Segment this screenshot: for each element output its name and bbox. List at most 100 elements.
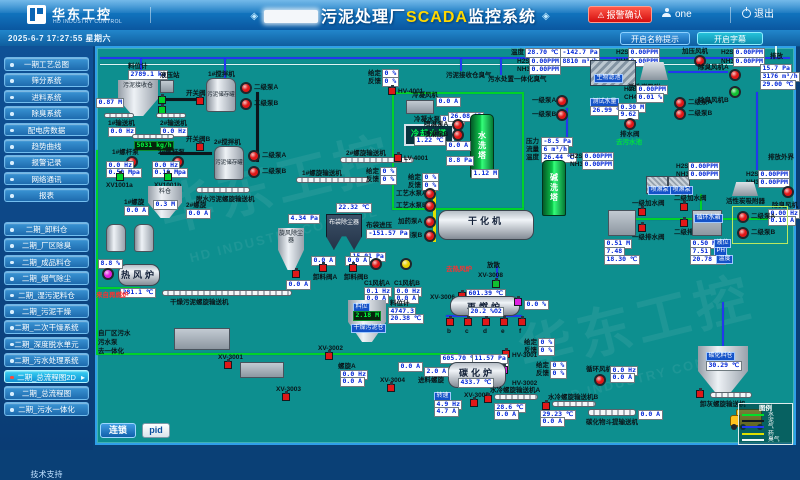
valve[interactable] [696, 388, 704, 398]
sidebar-item-17[interactable]: 二期_污水处理系统 [4, 353, 89, 367]
valve-xv3008[interactable] [492, 278, 500, 288]
user-icon [662, 8, 671, 17]
logout-button[interactable]: 退出 [742, 7, 774, 23]
sidebar-item-3[interactable]: 除臭系统 [4, 106, 89, 120]
fan-c1a[interactable] [370, 258, 382, 270]
sidebar-item-8[interactable]: 报表 [4, 188, 89, 202]
valve[interactable] [680, 201, 688, 211]
valve[interactable] [638, 206, 646, 216]
pump[interactable] [248, 150, 260, 162]
pump[interactable] [240, 82, 252, 94]
toggle-caption-button[interactable]: 开启字幕 [697, 31, 763, 45]
tank-sludge-1: 污泥储存罐 [206, 78, 236, 112]
pump[interactable] [424, 200, 436, 212]
sidebar-item-6[interactable]: 报警记录 [4, 155, 89, 169]
pump[interactable] [737, 227, 749, 239]
pipe [98, 287, 140, 289]
pump[interactable] [424, 230, 436, 242]
header-bar: 华东工控 HD INDUSTRY CONTROL ◈污泥处理厂SCADA监控系统… [0, 0, 800, 31]
pump[interactable] [624, 118, 636, 130]
valve-xv3005[interactable] [470, 397, 478, 407]
valve[interactable] [542, 400, 550, 410]
fan-pressurize[interactable] [694, 55, 706, 67]
interlock-button[interactable]: 连锁 [100, 423, 136, 438]
tank [106, 224, 126, 252]
valve[interactable] [464, 316, 472, 326]
pump[interactable] [737, 211, 749, 223]
valve-xv3003[interactable] [282, 391, 290, 401]
valve[interactable] [196, 141, 204, 151]
label: 给定 [408, 174, 421, 181]
pipe [100, 64, 790, 65]
label: 干燥污泥螺旋输送机 [170, 299, 229, 306]
valve[interactable] [484, 393, 492, 403]
valve[interactable] [500, 316, 508, 326]
valve[interactable] [446, 316, 454, 326]
valve-xv1001b[interactable] [164, 171, 172, 181]
legend-swatch [742, 438, 764, 441]
label: 二级泵B [688, 110, 713, 117]
value-box: 2789.1 kg [128, 70, 169, 80]
sidebar-item-16[interactable]: 二期_深度脱水单元 [4, 336, 89, 351]
pid-button[interactable]: pid [142, 423, 170, 438]
conveyor [196, 187, 250, 193]
valve[interactable] [514, 296, 522, 306]
toggle-name-tips-button[interactable]: 开启名称提示 [620, 31, 690, 45]
sidebar-item-4[interactable]: 配电房数据 [4, 122, 89, 137]
sidebar-item-10[interactable]: 二期_厂区除臭 [4, 238, 89, 252]
pump[interactable] [674, 108, 686, 120]
pipe [96, 150, 98, 355]
valve-xv3004[interactable] [387, 382, 395, 392]
valve-xv3002[interactable] [325, 350, 333, 360]
value-box: 0.0 A [398, 362, 423, 372]
sidebar-item-18[interactable]: 二期_总流程图2D [4, 369, 89, 384]
user-menu[interactable]: one [662, 7, 692, 23]
valve-lv4001[interactable] [394, 152, 402, 162]
sidebar-item-13[interactable]: 二期_湿污泥料仓 [4, 287, 89, 302]
valve[interactable] [196, 95, 204, 105]
value-box: 5031 kg/h [134, 141, 175, 151]
header-divider [150, 7, 151, 23]
sidebar-item-19[interactable]: 二期_总流程图 [4, 386, 89, 400]
valve-xv1001a[interactable] [116, 171, 124, 181]
valve[interactable] [482, 316, 490, 326]
valve[interactable] [158, 94, 166, 104]
fan-deodor[interactable] [782, 186, 794, 198]
fan-c1b[interactable] [400, 258, 412, 270]
fan-deodor-a[interactable] [729, 69, 741, 81]
pipe [522, 94, 524, 210]
valve-xv3001[interactable] [224, 359, 232, 369]
valve[interactable] [349, 262, 357, 272]
valve[interactable] [638, 222, 646, 232]
sidebar-item-5[interactable]: 趋势曲线 [4, 139, 89, 153]
pump[interactable] [240, 98, 252, 110]
pump[interactable] [556, 109, 568, 121]
valve[interactable] [292, 268, 300, 278]
valve[interactable] [518, 316, 526, 326]
legend-label: 臭气 [768, 436, 780, 443]
fan-circulation[interactable] [594, 374, 606, 386]
sidebar-item-9[interactable]: 二期_卸料仓 [4, 222, 89, 236]
alarm-confirm-button[interactable]: ⚠报警确认 [588, 6, 652, 23]
pump[interactable] [452, 129, 464, 141]
sidebar-item-2[interactable]: 进料系统 [4, 89, 89, 104]
pump[interactable] [556, 95, 568, 107]
tech-support-link[interactable]: 技术支持 [30, 470, 63, 479]
sidebar-item-15[interactable]: 二期_二次干燥系统 [4, 320, 89, 334]
sidebar-item-11[interactable]: 二期_成品料仓 [4, 254, 89, 269]
sidebar-item-7[interactable]: 网络通讯 [4, 171, 89, 186]
valve-hv4001[interactable] [388, 85, 396, 95]
sidebar-item-1[interactable]: 筛分系统 [4, 73, 89, 87]
valve[interactable] [319, 262, 327, 272]
sidebar-item-0[interactable]: 一期工艺总图 [4, 57, 89, 71]
fan-deodor-b[interactable] [729, 86, 741, 98]
pump[interactable] [424, 188, 436, 200]
sidebar-item-12[interactable]: 二期_烟气除尘 [4, 271, 89, 285]
label: 反馈 [408, 182, 421, 189]
pump[interactable] [424, 216, 436, 228]
valve[interactable] [680, 217, 688, 227]
pump[interactable] [102, 268, 114, 280]
pump[interactable] [248, 166, 260, 178]
sidebar-item-20[interactable]: 二期_污水一体化 [4, 402, 89, 416]
sidebar-item-14[interactable]: 二期_污泥干燥 [4, 304, 89, 318]
